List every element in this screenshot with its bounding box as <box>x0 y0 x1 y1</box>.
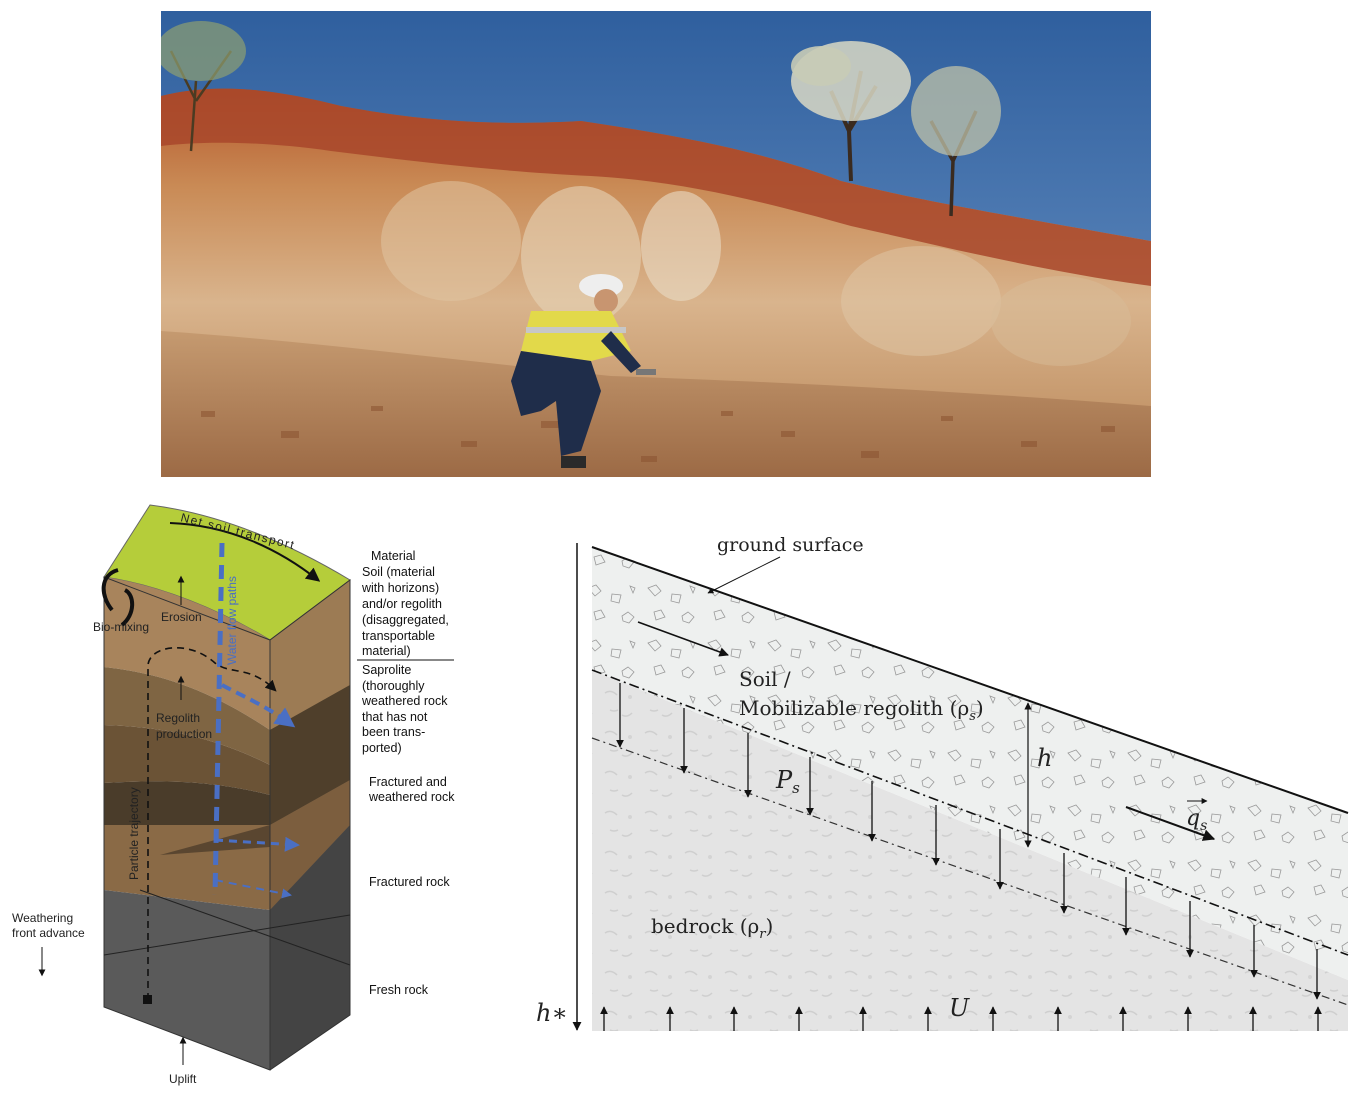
weathered-lobe <box>991 276 1131 366</box>
regolith-block-diagram: Net soil transport Water flow paths Part… <box>0 495 520 1106</box>
particle-trajectory-label: Particle trajectory <box>127 787 141 880</box>
fractured-weathered-desc-2: weathered rock <box>368 790 455 804</box>
outcrop-photo <box>161 11 1151 477</box>
bedrock-label: bedrock (ρr) <box>651 914 773 942</box>
weathered-lobe <box>641 191 721 301</box>
soil-label: Soil / <box>739 667 791 691</box>
soil-desc-2: with horizons) <box>361 581 439 595</box>
soil-desc-6: material) <box>362 644 411 658</box>
hillslope-schematic: h∗ ground surface Soil / Mobilizable reg… <box>520 525 1364 1050</box>
weathered-lobe <box>521 186 641 326</box>
weathering-label-1: Weathering <box>12 911 73 925</box>
hstar-label: h∗ <box>536 999 568 1027</box>
fractured-weathered-desc-1: Fractured and <box>369 775 447 789</box>
fresh-rock-desc: Fresh rock <box>369 983 429 997</box>
saprolite-desc-6: ported) <box>362 741 402 755</box>
soil-desc-3: and/or regolith <box>362 597 442 611</box>
saprolite-desc-3: weathered rock <box>361 694 448 708</box>
fractured-rock-desc: Fractured rock <box>369 875 450 889</box>
ground-surface-pointer <box>708 557 780 593</box>
regolith-production-label-1: Regolith <box>156 711 200 725</box>
uplift-label: Uplift <box>169 1072 197 1086</box>
ground-surface-label: ground surface <box>717 534 864 556</box>
water-flow-label: Water flow paths <box>225 576 239 665</box>
fresh-rock-layer <box>104 890 270 1070</box>
weathered-lobe <box>841 246 1001 356</box>
saprolite-desc-5: been trans- <box>362 725 425 739</box>
saprolite-desc-4: that has not <box>362 710 428 724</box>
soil-desc-1: Soil (material <box>362 565 435 579</box>
material-header: Material <box>371 549 415 563</box>
particle-marker <box>143 995 152 1004</box>
soil-desc-5: transportable <box>362 629 435 643</box>
erosion-label: Erosion <box>161 610 202 624</box>
bio-mixing-label: Bio-mixing <box>93 620 149 634</box>
soil-desc-4: (disaggregated, <box>362 613 449 627</box>
saprolite-desc-2: (thoroughly <box>362 679 425 693</box>
weathering-label-2: front advance <box>12 926 85 940</box>
thickness-label: h <box>1037 744 1052 772</box>
regolith-production-label-2: production <box>156 727 212 741</box>
uplift-label: U <box>949 994 970 1022</box>
weathered-lobe <box>381 181 521 301</box>
saprolite-desc-1: Saprolite <box>362 663 411 677</box>
regolith-label: Mobilizable regolith (ρs) <box>739 696 984 724</box>
